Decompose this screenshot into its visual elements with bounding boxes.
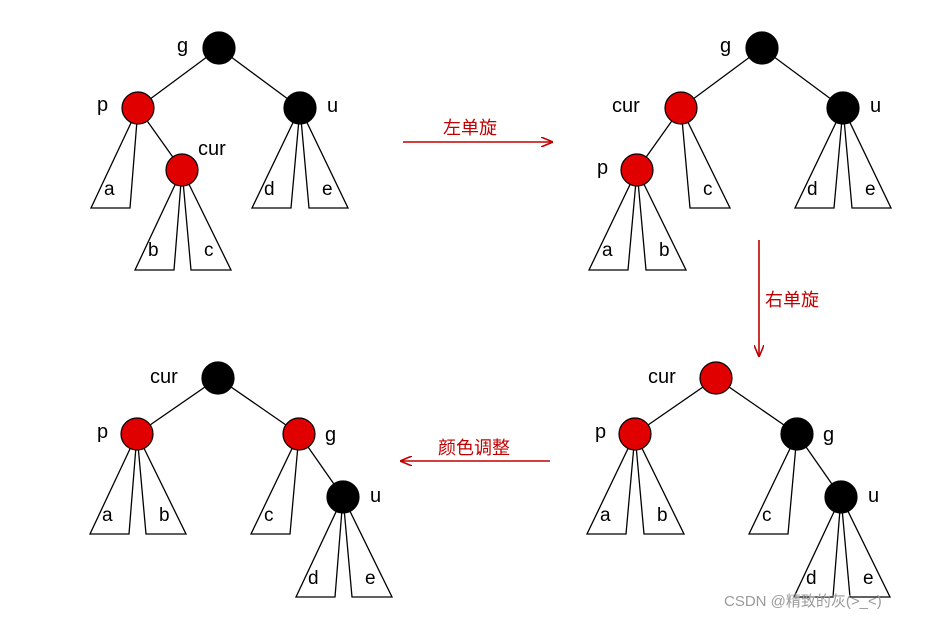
- node-label-g: g: [325, 424, 336, 446]
- subtree-e: [842, 107, 893, 209]
- subtree-a: [88, 433, 138, 535]
- watermark: CSDN @精致的灰(>_<): [724, 593, 882, 610]
- subtree-e: [840, 496, 892, 598]
- leaf-label-b: b: [148, 240, 159, 261]
- node-g: [202, 31, 236, 65]
- panel-after-recolor: cur p g u a b c d e: [88, 361, 394, 598]
- panel-after-left-rotation: g cur u p a b c d e: [587, 31, 893, 271]
- subtree-e: [342, 496, 394, 598]
- leaf-label-d: d: [807, 179, 818, 200]
- subtree-c: [680, 107, 732, 209]
- node-label-g: g: [720, 35, 731, 57]
- node-label-cur: cur: [198, 138, 226, 160]
- node-label-cur: cur: [612, 95, 640, 117]
- subtree-a: [585, 433, 636, 535]
- leaf-label-e: e: [365, 568, 376, 589]
- node-cur: [664, 91, 698, 125]
- subtree-a: [587, 169, 638, 271]
- node-cur: [201, 361, 235, 395]
- leaf-label-a: a: [104, 179, 115, 200]
- node-cur: [165, 153, 199, 187]
- node-label-u: u: [370, 485, 381, 507]
- node-p: [121, 91, 155, 125]
- panel-initial: g p u cur a b c d e: [89, 31, 350, 271]
- node-label-u: u: [870, 95, 881, 117]
- edge-g-cur: [680, 47, 763, 109]
- leaf-label-c: c: [762, 505, 772, 526]
- transition-recolor: 颜色调整: [401, 438, 550, 461]
- leaf-label-a: a: [602, 240, 613, 261]
- leaf-label-c: c: [264, 505, 274, 526]
- leaf-label-e: e: [322, 179, 333, 200]
- operation-label-rotate-left: 左单旋: [443, 118, 497, 139]
- edge-g-u: [761, 47, 844, 109]
- node-label-p: p: [97, 94, 108, 116]
- node-u: [826, 91, 860, 125]
- transition-rotate-right: 右单旋: [759, 240, 819, 356]
- subtree-d: [793, 107, 844, 209]
- subtree-b: [133, 169, 183, 271]
- node-label-cur: cur: [648, 366, 676, 388]
- node-label-g: g: [823, 424, 834, 446]
- node-g: [780, 417, 814, 451]
- leaf-label-d: d: [264, 179, 275, 200]
- subtree-c: [249, 433, 300, 535]
- subtree-b: [636, 169, 688, 271]
- node-label-u: u: [868, 485, 879, 507]
- node-label-u: u: [327, 95, 338, 117]
- subtree-a: [89, 107, 139, 209]
- leaf-label-b: b: [657, 505, 668, 526]
- node-u: [824, 480, 858, 514]
- node-cur: [699, 361, 733, 395]
- subtree-b: [634, 433, 686, 535]
- node-label-g: g: [177, 35, 188, 57]
- node-p: [618, 417, 652, 451]
- transition-rotate-left: 左单旋: [403, 118, 552, 142]
- leaf-label-d: d: [308, 568, 319, 589]
- leaf-label-d: d: [806, 568, 817, 589]
- operation-label-recolor: 颜色调整: [438, 438, 510, 459]
- node-label-p: p: [97, 421, 108, 443]
- subtree-c: [747, 433, 798, 535]
- leaf-label-a: a: [102, 505, 113, 526]
- subtree-c: [181, 169, 233, 271]
- subtree-d: [792, 496, 842, 598]
- node-label-p: p: [597, 157, 608, 179]
- leaf-label-b: b: [659, 240, 670, 261]
- subtree-d: [250, 107, 301, 209]
- node-g: [745, 31, 779, 65]
- node-g: [282, 417, 316, 451]
- leaf-label-b: b: [159, 505, 170, 526]
- node-u: [326, 480, 360, 514]
- leaf-label-e: e: [863, 568, 874, 589]
- leaf-label-c: c: [703, 179, 713, 200]
- node-label-p: p: [595, 421, 606, 443]
- panel-after-right-rotation: cur p g u a b c d e: [585, 361, 892, 598]
- subtree-d: [294, 496, 344, 598]
- subtree-e: [299, 107, 350, 209]
- leaf-label-e: e: [865, 179, 876, 200]
- subtree-b: [136, 433, 188, 535]
- edge-g-u: [218, 47, 301, 109]
- node-p: [120, 417, 154, 451]
- node-label-cur: cur: [150, 366, 178, 388]
- node-u: [283, 91, 317, 125]
- node-p: [620, 153, 654, 187]
- edge-g-p: [137, 47, 220, 109]
- operation-label-rotate-right: 右单旋: [765, 290, 819, 311]
- leaf-label-c: c: [204, 240, 214, 261]
- leaf-label-a: a: [600, 505, 611, 526]
